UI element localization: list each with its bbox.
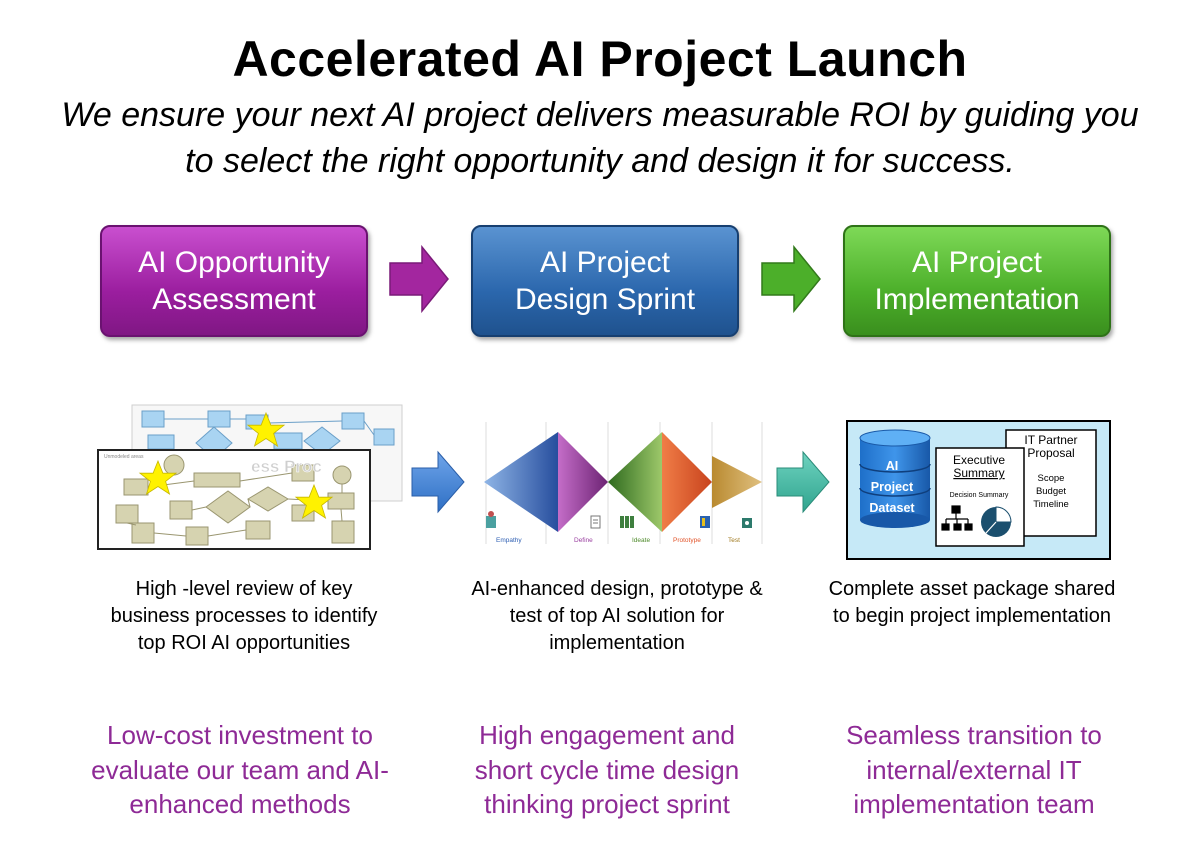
phase-label: Empathy [496, 537, 522, 544]
stage-description: AI-enhanced design, prototype & test of … [471, 578, 763, 654]
proposal-item: Scope [1038, 473, 1065, 484]
stage-label: AI Opportunity Assessment [138, 246, 330, 316]
org-chart-icon [941, 505, 973, 531]
process-map-illustration: Unmodeled areas ess Proc [97, 404, 403, 550]
dataset-label-line: Dataset [869, 501, 915, 515]
asset-package-illustration: AI Project Dataset IT Partner Proposal S… [846, 420, 1111, 560]
stage-benefit: High engagement and short cycle time des… [474, 720, 740, 819]
arrow-right-icon [776, 450, 830, 514]
star-icon [246, 411, 286, 447]
phase-icon [620, 516, 634, 528]
dataset-label-line: AI [886, 459, 899, 473]
arrow-right-icon [761, 245, 821, 313]
design-thinking-illustration: Empathy Define Ideate Prototype Test [484, 422, 763, 544]
stage-description: High -level review of key business proce… [110, 578, 378, 654]
phase-icon [590, 515, 601, 529]
summary-title-line: Summary [953, 466, 1004, 480]
stage-implementation[interactable]: AI Project Implementation [843, 225, 1111, 337]
stage-opportunity-assessment[interactable]: AI Opportunity Assessment [100, 225, 368, 337]
stage-design-sprint[interactable]: AI Project Design Sprint [471, 225, 739, 337]
stage-benefit: Seamless transition to internal/external… [846, 720, 1102, 819]
dataset-label-line: Project [871, 480, 914, 494]
page-subtitle: We ensure your next AI project delivers … [61, 96, 1139, 180]
arrow-right-icon [389, 245, 449, 313]
phase-label: Prototype [673, 537, 701, 544]
summary-subtitle: Decision Summary [950, 492, 1009, 499]
phase-label: Define [574, 537, 593, 544]
proposal-item: Budget [1036, 486, 1066, 497]
phase-label: Test [728, 537, 740, 544]
arrow-right-icon [411, 450, 465, 514]
database-icon [859, 429, 931, 528]
process-map-partial-title: ess Proc [251, 457, 322, 476]
stage-label: AI Project Design Sprint [514, 246, 696, 316]
proposal-title-line: IT Partner [1024, 433, 1077, 447]
star-icon [138, 459, 178, 495]
summary-title-line: Executive [953, 453, 1005, 467]
proposal-title-line: Proposal [1027, 446, 1074, 460]
phase-icon [700, 516, 710, 528]
phase-icon [486, 511, 496, 528]
phase-icon [742, 518, 752, 528]
stage-description: Complete asset package shared to begin p… [828, 578, 1116, 627]
stage-label: AI Project Implementation [874, 246, 1080, 316]
star-icon [294, 483, 334, 519]
stage-benefit: Low-cost investment to evaluate our team… [91, 720, 389, 819]
process-map-caption: Unmodeled areas [104, 454, 144, 460]
proposal-item: Timeline [1033, 499, 1069, 510]
page-title: Accelerated AI Project Launch [232, 31, 968, 87]
pie-chart-icon [981, 506, 1012, 537]
phase-label: Ideate [632, 537, 650, 544]
